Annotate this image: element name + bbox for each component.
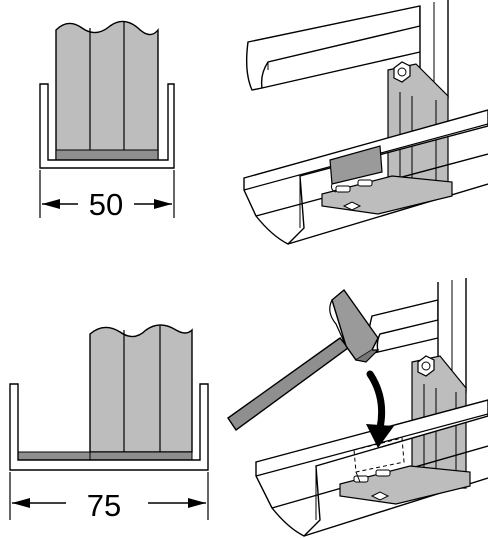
bolt-icon [393,61,411,83]
dimension-label-75: 75 [87,488,121,523]
bracket-assembly-bottom [227,278,488,537]
bracket-assembly-top [243,0,488,245]
channel-50-section: 50 [39,20,175,222]
arrow-down-icon [366,370,394,448]
channel-75-section: 75 [9,324,209,523]
hammer-icon [227,288,380,431]
bolt-icon [417,355,435,377]
dimension-label-50: 50 [89,187,123,222]
